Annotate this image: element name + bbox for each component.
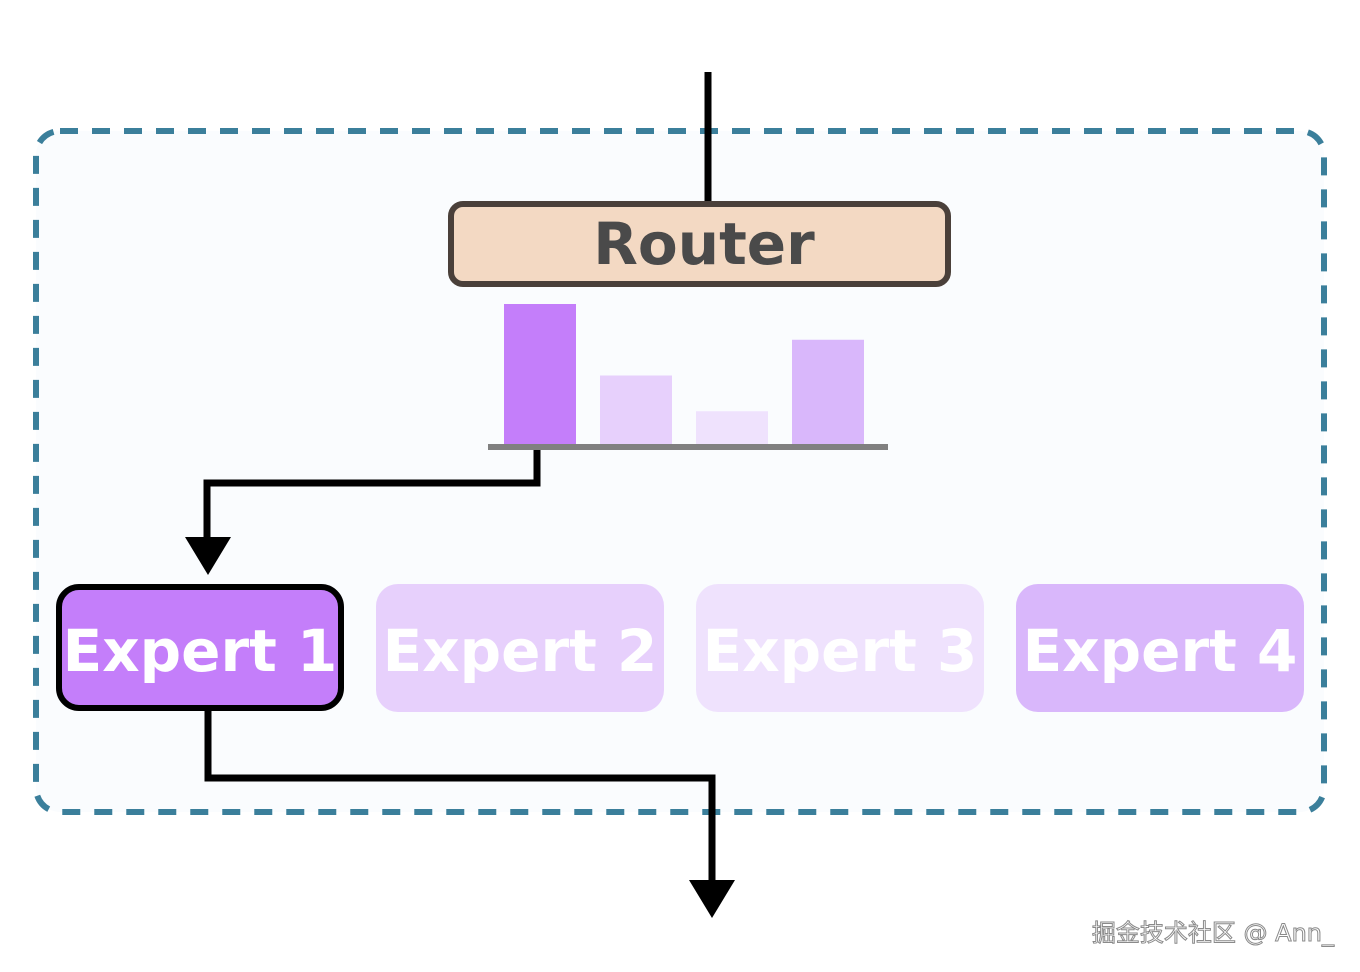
expert-4-box xyxy=(1016,584,1304,712)
output-path xyxy=(204,709,716,890)
routing-arrowhead xyxy=(185,537,231,575)
expert-2-label: Expert 2 xyxy=(383,617,658,685)
router-box xyxy=(448,201,951,287)
gate-bar-1 xyxy=(504,304,576,447)
moe-layer-container xyxy=(33,128,1327,815)
expert-1-box xyxy=(56,584,344,711)
expert-2-box xyxy=(376,584,664,712)
gate-bar-4 xyxy=(792,339,864,447)
routing-path xyxy=(203,450,541,548)
expert-4-label: Expert 4 xyxy=(1023,617,1298,685)
expert-3-label: Expert 3 xyxy=(703,617,978,685)
gate-bar-2 xyxy=(600,375,672,447)
expert-3-box xyxy=(696,584,984,712)
output-arrowhead xyxy=(689,880,735,918)
expert-1-label: Expert 1 xyxy=(63,617,338,685)
gate-distribution-chart xyxy=(504,304,864,447)
expert-4: Expert 4 xyxy=(1016,584,1304,712)
router-label: Router xyxy=(593,210,815,278)
expert-3: Expert 3 xyxy=(696,584,984,712)
experts-row: Expert 1 Expert 2 Expert 3 Expert 4 xyxy=(56,584,1304,712)
expert-1: Expert 1 xyxy=(56,584,344,711)
watermark: 掘金技术社区 @ Ann_ xyxy=(1091,919,1334,948)
gate-bar-3 xyxy=(696,411,768,447)
expert-2: Expert 2 xyxy=(376,584,664,712)
